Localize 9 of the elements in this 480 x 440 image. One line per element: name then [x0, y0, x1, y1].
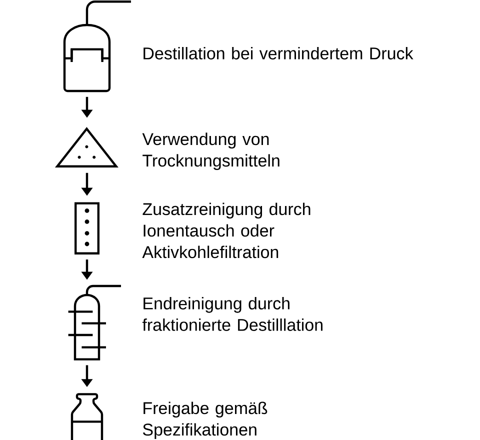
- vessel-icon: [63, 0, 131, 92]
- step-label: Verwendung von Trocknungsmitteln: [142, 132, 280, 170]
- step-label: Destillation bei vermindertem Druck: [144, 46, 414, 60]
- step-label: Endreinigung durch fraktionierte Destilllation: [142, 297, 322, 331]
- step-label: Freigabe gemäß Spezifikationen: [142, 402, 268, 440]
- step-label: Zusatzreinigung durch Ionentausch oder Aktivkohlefiltration: [142, 202, 310, 258]
- dotted-box-icon: [74, 202, 100, 254]
- bottle-icon: [70, 393, 104, 440]
- column-icon: [68, 284, 121, 360]
